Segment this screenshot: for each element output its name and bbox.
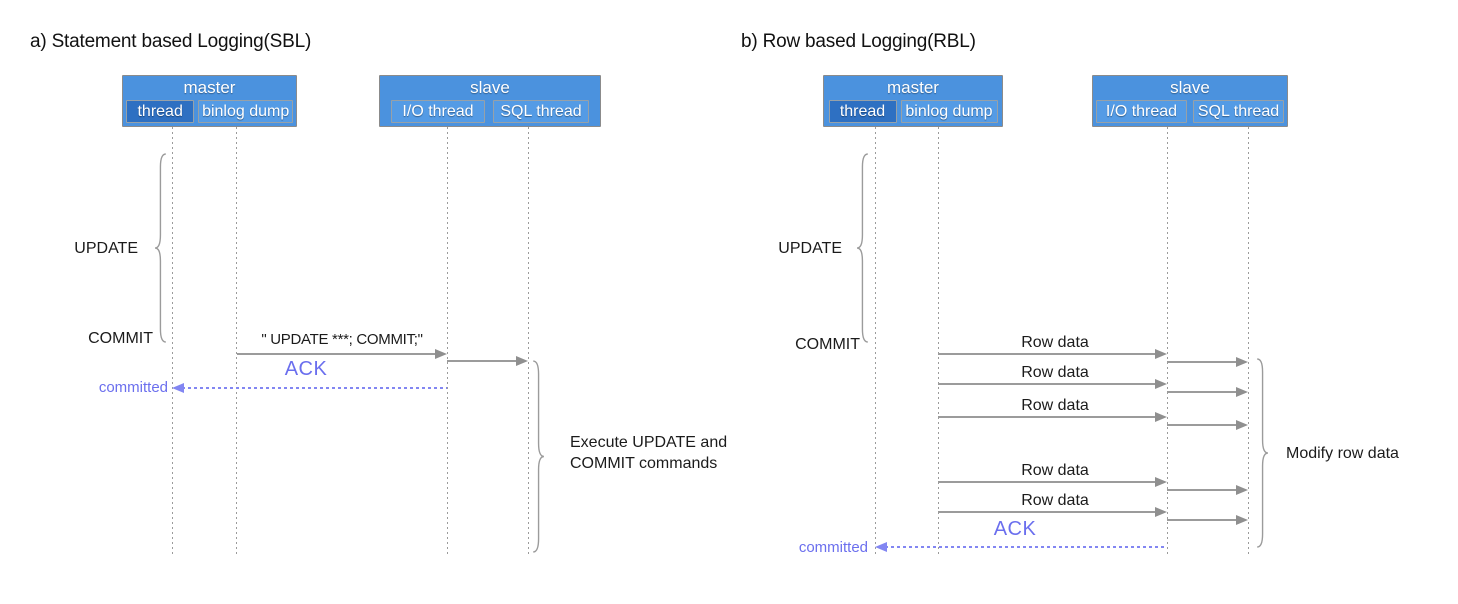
panel-a-master-binlog-box: binlog dump xyxy=(198,100,293,123)
panel-a-lifeline-binlog-dump xyxy=(236,127,237,556)
panel-b-master-label: master xyxy=(887,78,939,97)
panel-a-execute-brace xyxy=(530,360,545,553)
panel-b-rowdata-label: Row data xyxy=(1021,462,1089,479)
panel-b-transaction-brace xyxy=(856,153,871,343)
panel-b-slave-io-box: I/O thread xyxy=(1096,100,1187,123)
panel-b-lifeline-io-thread xyxy=(1167,127,1168,557)
panel-b-rowdata-label: Row data xyxy=(1021,334,1089,351)
panel-b-modify-brace xyxy=(1254,358,1269,548)
panel-b-update-label: UPDATE xyxy=(778,240,842,257)
panel-a-ack-label: ACK xyxy=(284,358,328,380)
panel-a-statement-arrow xyxy=(237,349,447,359)
panel-b-lifeline-thread xyxy=(875,127,876,557)
panel-a-relay-arrow xyxy=(447,356,528,366)
panel-b-slave-label: slave xyxy=(1170,78,1210,97)
panel-a-lifeline-io-thread xyxy=(447,127,448,556)
panel-b-slave-sql-box: SQL thread xyxy=(1193,100,1284,123)
panel-a-execute-note-line2: COMMIT commands xyxy=(570,455,718,472)
panel-a-execute-note: Execute UPDATE and COMMIT commands xyxy=(570,432,780,474)
panel-b-rowdata-label: Row data xyxy=(1021,364,1089,381)
panel-b-committed-arrow xyxy=(875,542,1167,552)
panel-a-execute-note-line1: Execute UPDATE and xyxy=(570,434,728,451)
panel-a-transaction-brace xyxy=(154,153,169,343)
panel-a-master-thread-box: thread xyxy=(126,100,195,123)
panel-b-rowdata-arrow-1 xyxy=(938,349,1167,359)
panel-a-title: a) Statement based Logging(SBL) xyxy=(30,31,312,52)
panel-b-rowdata-arrow-5 xyxy=(938,507,1167,517)
panel-b-master-subrow: thread binlog dump xyxy=(827,100,999,123)
panel-a-master-label: master xyxy=(183,78,236,97)
panel-b-lifeline-sql-thread xyxy=(1248,127,1249,557)
panel-b-rowdata-arrow-2 xyxy=(938,379,1167,389)
panel-a-update-label: UPDATE xyxy=(74,240,138,257)
panel-b-rowdata-arrow-3 xyxy=(938,412,1167,422)
panel-a-slave-box: slave I/O thread SQL thread xyxy=(379,75,601,127)
panel-a-lifeline-sql-thread xyxy=(528,127,529,556)
panel-b-ack-label: ACK xyxy=(993,518,1037,540)
panel-b-rowdata-label: Row data xyxy=(1021,492,1089,509)
panel-b-modify-note: Modify row data xyxy=(1286,445,1399,462)
panel-a-master-subrow: thread binlog dump xyxy=(126,100,293,123)
panel-b-apply-arrow-3 xyxy=(1167,420,1248,430)
panel-b-rowdata-arrow-4 xyxy=(938,477,1167,487)
panel-b-apply-arrow-2 xyxy=(1167,387,1248,397)
panel-b-apply-arrow-4 xyxy=(1167,485,1248,495)
panel-b-rowdata-label: Row data xyxy=(1021,397,1089,414)
panel-a-slave-label: slave xyxy=(470,78,510,97)
panel-b-master-thread-box: thread xyxy=(828,100,897,123)
panel-a-committed-label: committed xyxy=(98,379,168,396)
panel-b-master-binlog-box: binlog dump xyxy=(900,100,998,123)
panel-b-slave-box: slave I/O thread SQL thread xyxy=(1092,75,1288,127)
panel-a-master-box: master thread binlog dump xyxy=(122,75,297,127)
panel-a-slave-subrow: I/O thread SQL thread xyxy=(383,100,597,123)
panel-b-lifeline-binlog-dump xyxy=(938,127,939,557)
panel-a-statement-message: " UPDATE ***; COMMIT;" xyxy=(261,331,423,348)
panel-b-commit-label: COMMIT xyxy=(795,336,860,353)
panel-a-slave-sql-box: SQL thread xyxy=(493,100,589,123)
panel-b-slave-subrow: I/O thread SQL thread xyxy=(1096,100,1284,123)
panel-b-apply-arrow-1 xyxy=(1167,357,1248,367)
panel-a-committed-arrow xyxy=(172,383,447,393)
panel-b-apply-arrow-5 xyxy=(1167,515,1248,525)
panel-a-slave-io-box: I/O thread xyxy=(391,100,485,123)
panel-b-title: b) Row based Logging(RBL) xyxy=(741,31,976,52)
panel-a-commit-label: COMMIT xyxy=(88,330,153,347)
panel-b-master-box: master thread binlog dump xyxy=(823,75,1003,127)
panel-b-committed-label: committed xyxy=(798,539,868,556)
panel-a-lifeline-thread xyxy=(172,127,173,556)
